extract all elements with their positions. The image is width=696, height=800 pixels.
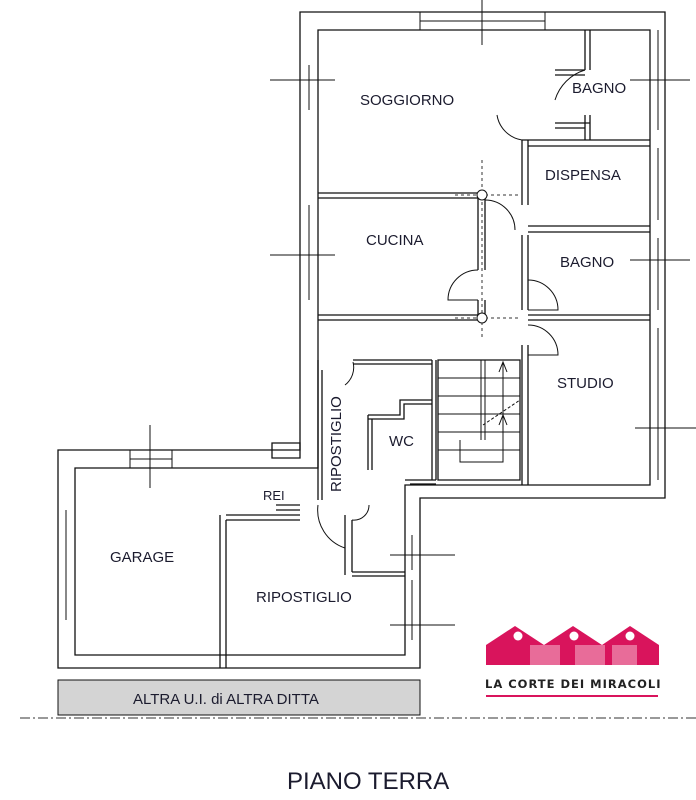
label-wc: WC [389, 433, 414, 450]
label-dispensa: DISPENSA [545, 167, 621, 184]
label-ripostiglio-2: RIPOSTIGLIO [256, 589, 352, 606]
label-cucina: CUCINA [366, 232, 424, 249]
logo-text: LA CORTE DEI MIRACOLI [485, 677, 661, 691]
logo: LA CORTE DEI MIRACOLI [485, 626, 661, 697]
floor-title: PIANO TERRA [287, 768, 449, 795]
label-ripostiglio-1: RIPOSTIGLIO [328, 396, 345, 492]
neighbour-label: ALTRA U.I. di ALTRA DITTA [133, 691, 319, 708]
neighbour-strip [57, 679, 421, 716]
room-labels: SOGGIORNO BAGNO DISPENSA CUCINA BAGNO ST… [110, 80, 626, 795]
label-studio: STUDIO [557, 375, 614, 392]
walls [57, 11, 666, 669]
label-rei: REI [263, 488, 285, 503]
axis-lines [20, 160, 696, 719]
label-bagno-2: BAGNO [560, 254, 614, 271]
label-soggiorno: SOGGIORNO [360, 92, 454, 109]
label-garage: GARAGE [110, 549, 174, 566]
label-bagno-1: BAGNO [572, 80, 626, 97]
windows [57, 0, 696, 640]
doors [317, 69, 586, 549]
